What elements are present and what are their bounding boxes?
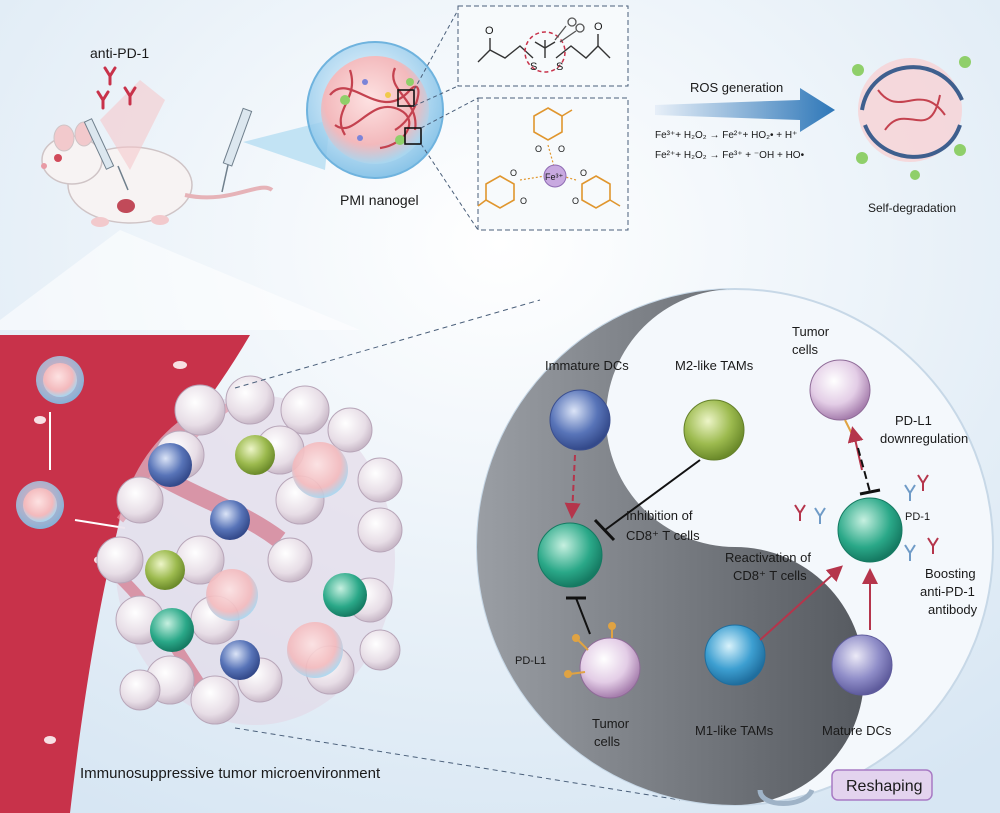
mature-dc-cell xyxy=(831,634,893,696)
zoom-line xyxy=(413,9,459,91)
inhibition-line xyxy=(604,459,701,531)
inhibition-line xyxy=(575,597,591,635)
tumor-cells-label-2: cells xyxy=(594,734,621,749)
zoom-line xyxy=(420,143,479,231)
catechol-rings xyxy=(477,107,621,209)
tumor-mass xyxy=(96,375,403,725)
boosting-label-2: anti-PD-1 xyxy=(920,584,975,599)
transport-arrow xyxy=(74,519,126,529)
nanogel-core xyxy=(23,488,57,522)
pd-l1-down-label-2: downregulation xyxy=(880,431,968,446)
pd-1-label: PD-1 xyxy=(905,511,930,523)
inhibition-bar xyxy=(593,518,616,542)
zoom-line xyxy=(234,727,681,801)
thioketal-structure xyxy=(477,34,611,63)
inhibition-label-2: CD8⁺ T cells xyxy=(626,528,700,543)
atom-label: O xyxy=(485,25,494,37)
atom-label: S xyxy=(556,61,563,73)
zoom-box-chelate xyxy=(404,127,422,145)
m1-tam-cell xyxy=(704,624,766,686)
fenton-reaction-1: Fe³⁺+ H₂O₂ → Fe²⁺+ HO₂• + H⁺ xyxy=(655,130,797,141)
activation-arrow xyxy=(759,565,843,641)
zoom-line xyxy=(413,85,459,107)
scissors-icon xyxy=(554,17,585,43)
antibody-icon xyxy=(96,66,137,110)
cd8-t-cell xyxy=(837,497,903,563)
boosting-label-1: Boosting xyxy=(925,566,976,581)
antibody-label: anti-PD-1 xyxy=(90,45,149,61)
tumor-cells-label-2: cells xyxy=(792,342,819,357)
focus-cone xyxy=(0,230,360,330)
ros-arrow xyxy=(655,88,835,132)
fenton-reaction-2: Fe²⁺+ H₂O₂ → Fe³⁺ + ⁻OH + HO• xyxy=(655,150,805,161)
injection-glow xyxy=(100,80,165,170)
immature-dc-label: Immature DCs xyxy=(545,358,629,373)
atom-label: O xyxy=(572,196,579,206)
mouse-illustration xyxy=(41,121,274,227)
reactivation-label-1: Reactivation of xyxy=(725,550,811,565)
mature-dc-label: Mature DCs xyxy=(822,723,892,738)
atom-label: O xyxy=(580,168,587,178)
tumor-cell xyxy=(809,359,871,421)
atom-label: O xyxy=(594,21,603,33)
fe-chelate-structure-box xyxy=(477,97,629,231)
atom-label: O xyxy=(520,196,527,206)
cleavage-site xyxy=(524,31,566,73)
degraded-nanogel xyxy=(852,56,971,180)
pd-l1-ligand xyxy=(564,622,616,678)
fe-ion-label: Fe³⁺ xyxy=(545,172,564,182)
antibody-icon xyxy=(814,484,916,561)
regulation-arrow xyxy=(847,426,864,471)
blockade-line xyxy=(857,447,871,493)
antibody-icon xyxy=(794,474,939,554)
atom-label: O xyxy=(510,168,517,178)
pd-l1-label: PD-L1 xyxy=(515,655,546,667)
reshaping-arrow xyxy=(757,788,815,806)
zoom-line xyxy=(234,299,541,389)
blood-vessel xyxy=(0,335,250,813)
atom-label: O xyxy=(558,144,565,154)
immature-dc-cell xyxy=(549,389,611,451)
ros-label: ROS generation xyxy=(690,80,783,95)
m1-tam-label: M1-like TAMs xyxy=(695,723,774,738)
pd-l1-down-label-1: PD-L1 xyxy=(895,413,932,428)
maturation-arrow xyxy=(564,454,581,519)
nanogel-core xyxy=(43,363,77,397)
encapsulated-particles xyxy=(340,78,414,145)
reactivation-label-2: CD8⁺ T cells xyxy=(733,568,807,583)
boosting-label-3: antibody xyxy=(928,602,978,617)
inhibition-label-1: Inhibition of xyxy=(626,508,693,523)
degradation-label: Self-degradation xyxy=(868,201,956,215)
tme-label: Immunosuppressive tumor microenvironment xyxy=(80,765,381,782)
syringe-icon xyxy=(83,118,129,191)
tumor-cell xyxy=(579,637,641,699)
m2-tam-cell xyxy=(683,399,745,461)
callout-tail xyxy=(243,120,330,170)
atom-label: O xyxy=(535,144,542,154)
reshaping-badge xyxy=(831,769,933,801)
zoom-line xyxy=(420,97,479,129)
zoom-box-crosslink xyxy=(397,89,415,107)
tumor-site xyxy=(117,199,135,213)
tumor-cells-label-1: Tumor xyxy=(592,716,630,731)
reshaping-label: Reshaping xyxy=(846,778,923,795)
blockade-bar xyxy=(859,488,881,496)
m2-tam-label: M2-like TAMs xyxy=(675,358,754,373)
cd8-t-cell xyxy=(537,522,603,588)
tumor-cells-label-1: Tumor xyxy=(792,324,830,339)
atom-label: S xyxy=(530,61,537,73)
syringe-icon xyxy=(221,107,253,193)
fe-ion xyxy=(543,164,567,188)
nanogel-label: PMI nanogel xyxy=(340,192,419,208)
